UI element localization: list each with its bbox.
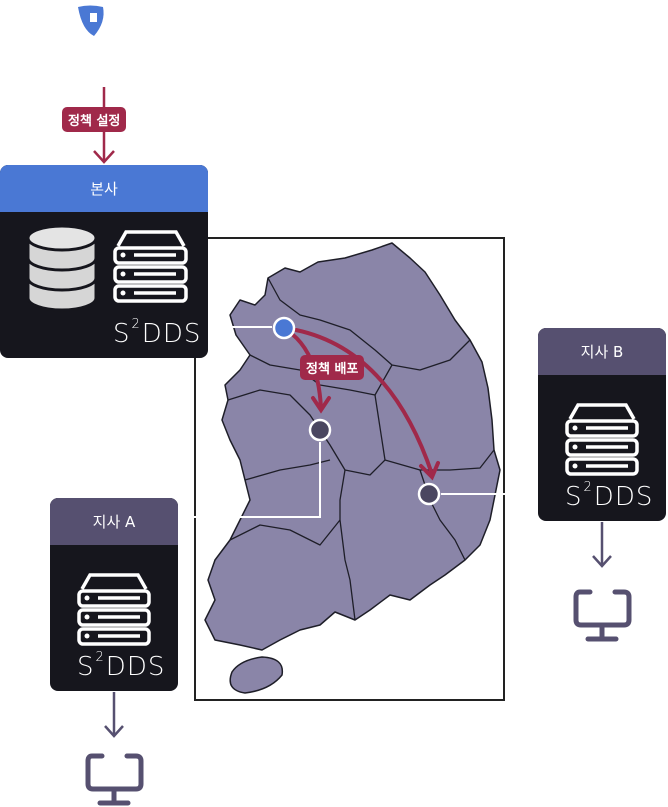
branch-a-box: 지사 A S2DDS <box>50 498 178 691</box>
s2dds-logo: S2DDS <box>77 650 166 682</box>
s2dds-logo: S2DDS <box>113 317 202 349</box>
branch-a-location-dot <box>308 418 332 442</box>
branch-a-title: 지사 A <box>50 498 178 545</box>
server-icon <box>113 230 188 303</box>
policy-setting-badge: 정책 설정 <box>62 107 127 132</box>
connector-lines <box>178 326 538 518</box>
shield-icon <box>78 5 104 36</box>
hq-box: 본사 S2DDS <box>0 165 208 358</box>
monitor-icon <box>85 753 144 806</box>
hq-location-dot <box>272 316 296 340</box>
korea-map <box>204 242 501 694</box>
s2dds-logo: S2DDS <box>565 480 654 512</box>
server-icon <box>565 403 639 476</box>
branch-b-box: 지사 B S2DDS <box>538 328 666 521</box>
branch-b-arrow <box>592 522 612 568</box>
monitor-icon <box>573 589 632 642</box>
branch-a-arrow <box>104 692 124 738</box>
branch-b-location-dot <box>417 482 441 506</box>
branch-b-title: 지사 B <box>538 328 666 375</box>
server-icon <box>77 573 151 646</box>
database-icon <box>26 224 98 312</box>
hq-title: 본사 <box>0 165 208 212</box>
policy-deploy-badge: 정책 배포 <box>300 355 365 380</box>
